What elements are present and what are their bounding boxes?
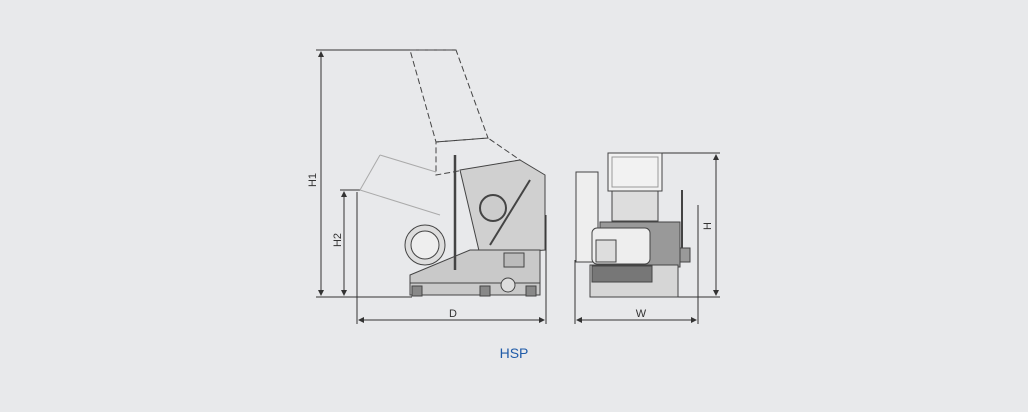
label-d: D — [449, 308, 457, 320]
dimension-w — [574, 205, 699, 324]
hopper-open-outline — [409, 49, 489, 143]
side-view — [359, 49, 546, 297]
front-view — [575, 152, 691, 298]
dimension-h — [662, 152, 720, 298]
label-h2: H2 — [332, 233, 344, 247]
dimension-h2 — [340, 189, 360, 296]
model-caption: HSP — [499, 345, 529, 361]
label-h: H — [702, 222, 714, 230]
dimension-d — [356, 192, 547, 324]
label-h1: H1 — [307, 173, 319, 187]
label-w: W — [636, 308, 647, 320]
